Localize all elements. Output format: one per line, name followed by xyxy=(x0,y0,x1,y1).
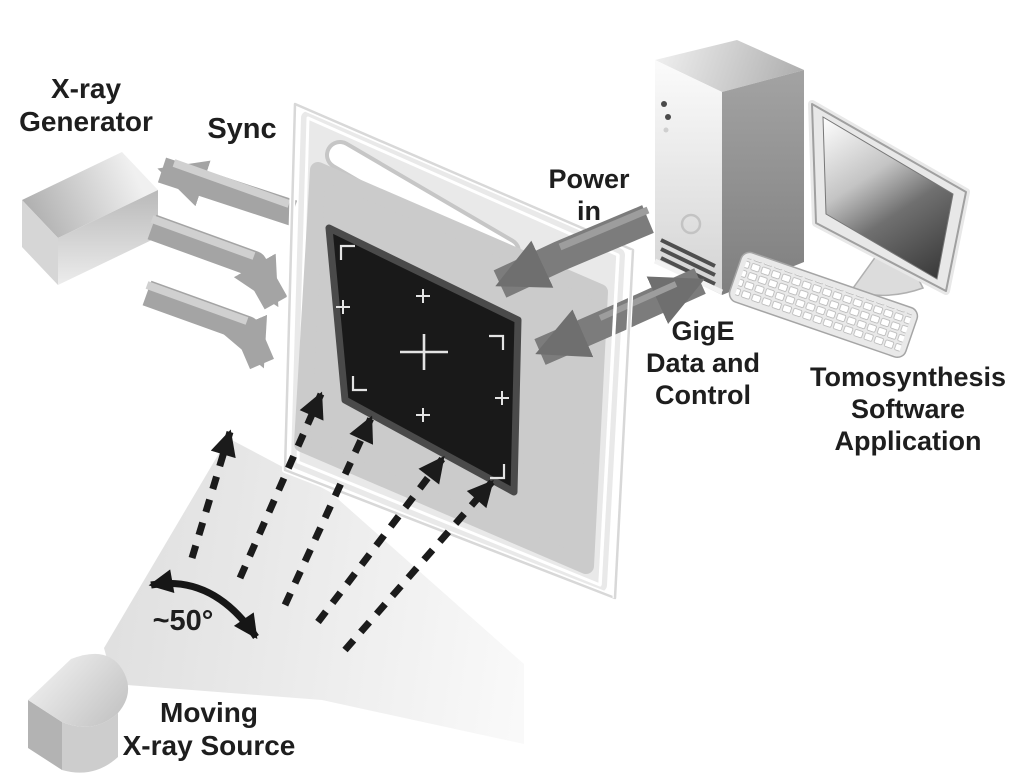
sync-arrows xyxy=(142,157,298,370)
cover-edge-overlay xyxy=(598,249,636,599)
corner-bracket-icon xyxy=(339,244,355,260)
tower-vents xyxy=(660,238,716,286)
keyboard xyxy=(728,251,919,359)
xray-beam-cone xyxy=(104,438,524,744)
source-left-face xyxy=(28,700,62,770)
center-cross-icon xyxy=(400,334,448,370)
power-button-icon xyxy=(680,213,702,235)
corner-bracket-icon xyxy=(490,464,506,480)
keyboard-keys xyxy=(734,257,913,353)
source-front-face xyxy=(62,713,118,773)
sync-arrow-to-generator xyxy=(157,157,298,226)
label-moving-xray-source: Moving X-ray Source xyxy=(122,697,296,762)
corner-bracket-icon xyxy=(489,334,505,350)
xray-ray-arrow xyxy=(236,391,325,580)
power-arrow-shaft xyxy=(493,205,654,298)
sweep-angle-arc xyxy=(148,569,259,639)
gige-arrow-highlight xyxy=(598,281,678,321)
tower-front-face xyxy=(655,60,722,295)
vent-slat xyxy=(660,247,716,277)
vent-slat xyxy=(660,238,716,268)
sync-arrow-to-panel-1 xyxy=(147,214,288,310)
generator-front-face xyxy=(58,190,158,285)
label-gige-data-control: GigE Data and Control xyxy=(645,316,761,410)
label-sweep-angle: ~50° xyxy=(152,605,214,637)
label-tomosynthesis-software: Tomosynthesis Software Application xyxy=(809,362,1007,456)
xray-ray-arrow xyxy=(315,455,446,625)
tower-top-face xyxy=(655,40,804,92)
sync-arrow-highlight xyxy=(172,159,291,208)
monitor-bezel-outline xyxy=(811,103,967,292)
monitor-screen xyxy=(822,116,954,280)
cross-mark-icon xyxy=(336,300,350,314)
xray-generator-box xyxy=(22,152,158,285)
cross-mark-icon xyxy=(416,289,430,303)
xray-ray-arrow xyxy=(281,415,375,607)
gige-data-arrow xyxy=(534,268,706,365)
generator-top-face xyxy=(22,152,158,238)
sync-arrow-highlight xyxy=(150,215,256,260)
corner-bracket-icon xyxy=(351,376,367,392)
led-dot-icon xyxy=(661,101,667,107)
power-arrow-highlight xyxy=(558,206,650,251)
generator-left-face xyxy=(22,200,58,285)
fiducial-markers xyxy=(336,244,509,480)
computer-tower xyxy=(653,40,804,295)
monitor xyxy=(808,100,970,297)
source-top-face xyxy=(28,653,129,727)
moving-xray-source xyxy=(28,653,129,773)
label-sync: Sync xyxy=(207,113,277,145)
label-xray-generator: X-ray Generator xyxy=(19,73,153,138)
gige-arrow-shaft xyxy=(534,268,706,365)
xray-projection-rays xyxy=(188,391,495,653)
tower-side-face xyxy=(722,70,804,295)
label-power-in: Power in xyxy=(548,164,630,226)
sync-arrow-to-panel-2 xyxy=(142,280,274,370)
power-in-arrow xyxy=(493,205,654,298)
led-dot-icon xyxy=(665,114,671,120)
vent-slat xyxy=(660,256,716,286)
cover-edge-overlay-line xyxy=(613,249,635,599)
panel-edge-overlay-line xyxy=(598,254,620,586)
cross-mark-icon xyxy=(495,391,509,405)
led-dot-icon xyxy=(663,127,669,133)
sync-arrow-highlight xyxy=(145,281,249,325)
cross-mark-icon xyxy=(416,408,430,422)
